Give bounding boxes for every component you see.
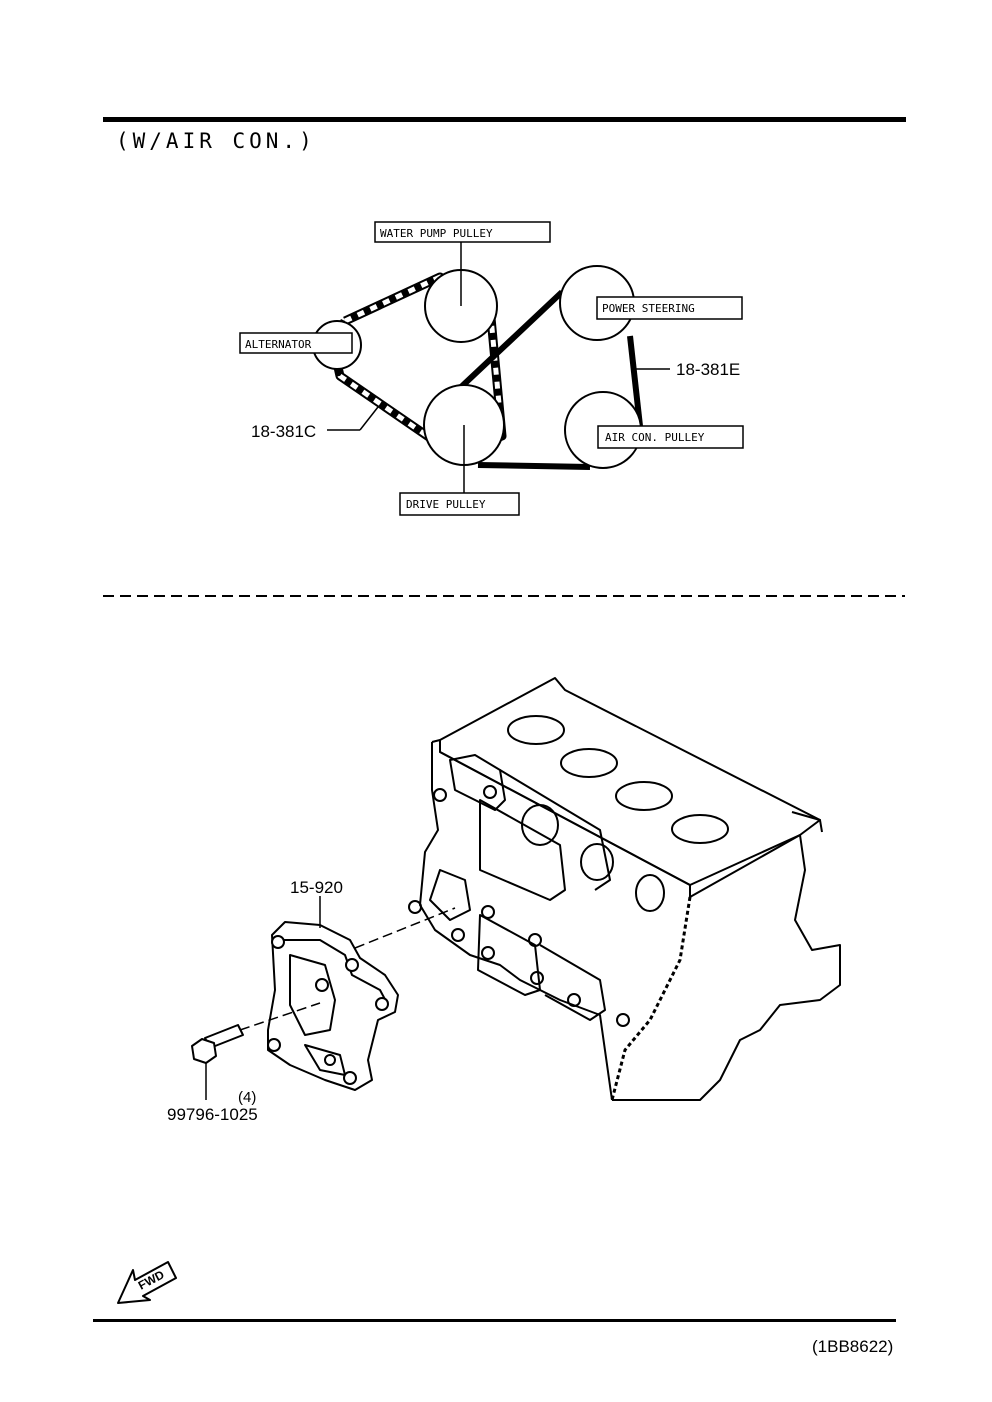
leader-18-381c-b <box>359 406 379 431</box>
label-alternator: ALTERNATOR <box>239 332 353 354</box>
label-alternator-text: ALTERNATOR <box>245 338 312 351</box>
part-number-15-920: 15-920 <box>290 878 343 897</box>
belt-routing-diagram: WATER PUMP PULLEY ALTERNATOR POWER STEER… <box>239 221 744 516</box>
fwd-arrow: FWD <box>117 1261 177 1304</box>
label-power-steering-text: POWER STEERING <box>602 302 695 315</box>
label-air-con-pulley-text: AIR CON. PULLEY <box>605 431 705 444</box>
alignment-line-bracket <box>354 907 456 949</box>
drawing-code: (1BB8622) <box>812 1337 893 1356</box>
label-drive-pulley: DRIVE PULLEY <box>399 492 520 516</box>
label-power-steering: POWER STEERING <box>596 296 743 320</box>
engine-block-illustration <box>408 677 841 1101</box>
label-drive-pulley-text: DRIVE PULLEY <box>406 498 486 511</box>
part-number-18-381c: 18-381C <box>251 422 316 441</box>
bracket-15-920 <box>267 921 399 1091</box>
bolt-99796-1025 <box>191 1024 244 1064</box>
label-water-pump-pulley-text: WATER PUMP PULLEY <box>380 227 493 240</box>
label-water-pump-pulley: WATER PUMP PULLEY <box>374 221 551 243</box>
belt-18-381e <box>457 289 643 470</box>
bolt-quantity: (4) <box>238 1089 256 1106</box>
variant-label: (W/AIR CON.) <box>116 129 316 153</box>
fwd-arrow-icon <box>117 1261 177 1304</box>
top-rule <box>103 117 906 122</box>
part-number-18-381e: 18-381E <box>676 360 740 379</box>
bottom-rule <box>93 1319 896 1322</box>
label-air-con-pulley: AIR CON. PULLEY <box>597 425 744 449</box>
part-number-99796-1025: 99796-1025 <box>167 1105 258 1124</box>
